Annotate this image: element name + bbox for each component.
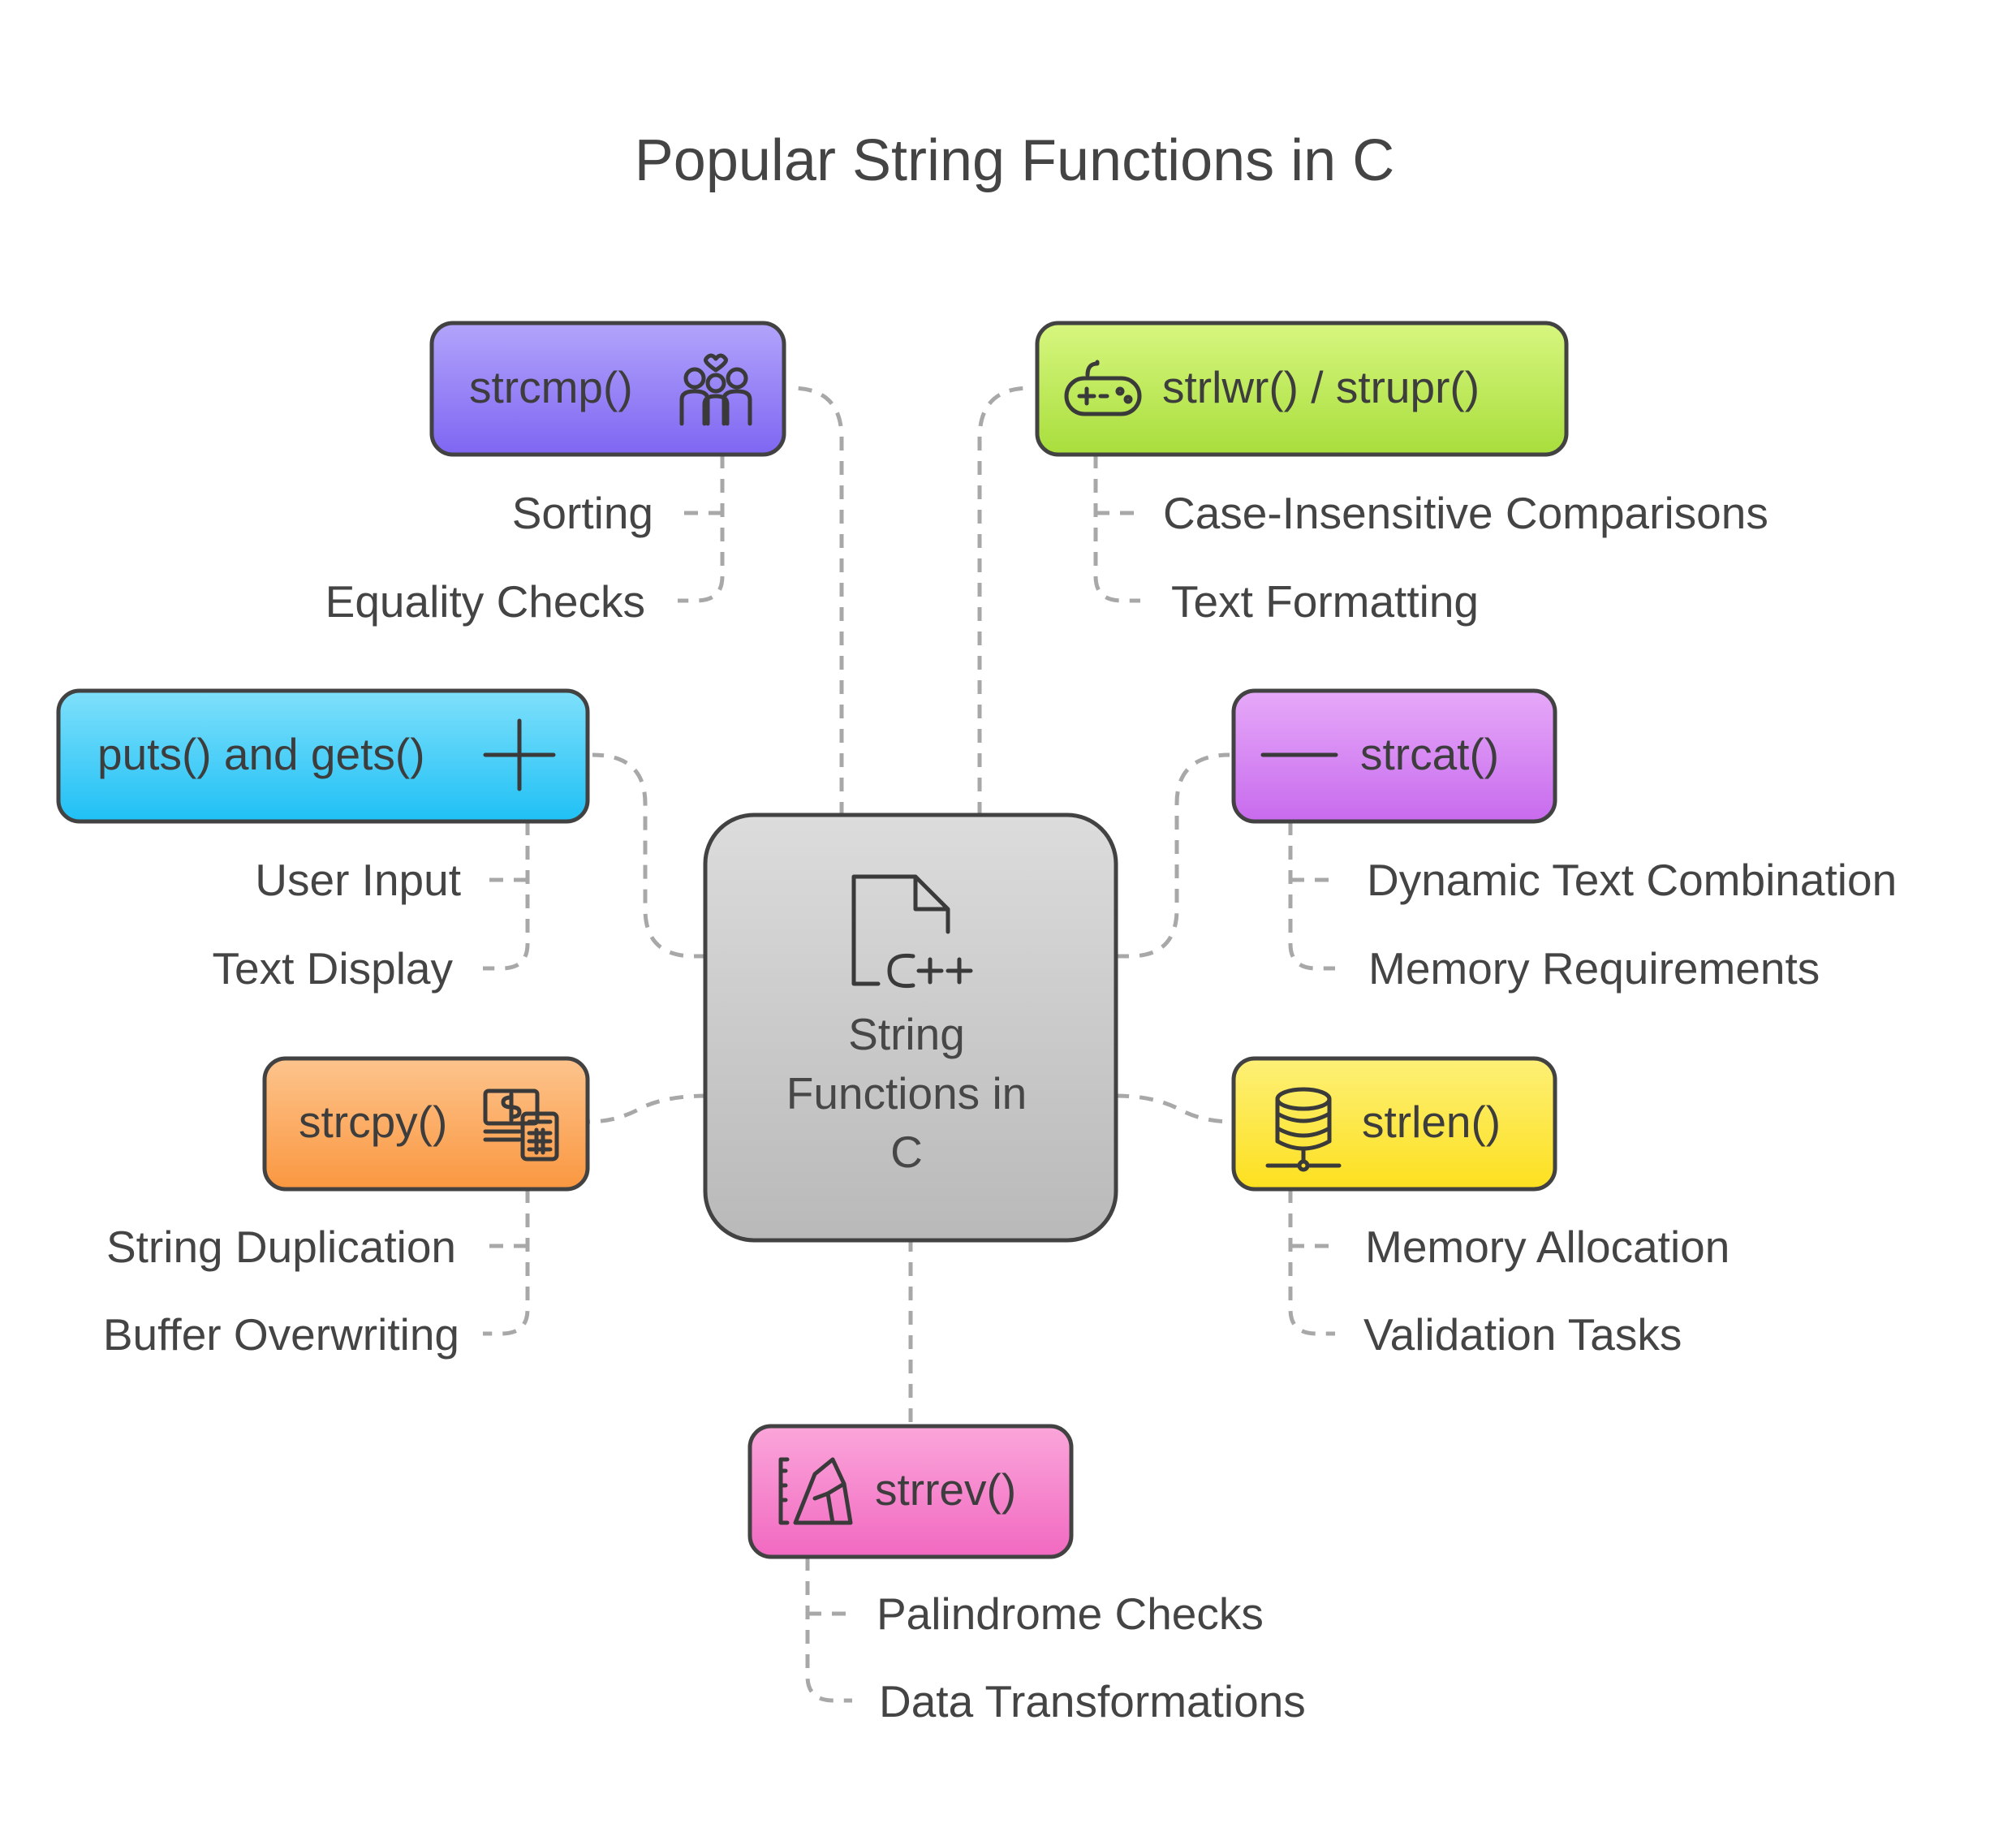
node-puts-label: puts() and gets() bbox=[97, 729, 425, 779]
node-strcmp[interactable]: strcmp() bbox=[429, 321, 786, 457]
gamepad-icon bbox=[1064, 360, 1142, 416]
center-label-line-1: String bbox=[848, 1009, 965, 1059]
center-connectors bbox=[588, 386, 1233, 1424]
node-strlen-label: strlen() bbox=[1362, 1097, 1501, 1147]
node-strlwr-label: strlwr() / strupr() bbox=[1162, 362, 1480, 412]
strcpy-item-2: Buffer Overwriting bbox=[103, 1309, 459, 1360]
strlen-item-1: Memory Allocation bbox=[1365, 1222, 1730, 1272]
node-strrev-label: strrev() bbox=[875, 1464, 1016, 1515]
strcmp-item-1: Sorting bbox=[512, 488, 653, 538]
database-icon bbox=[1265, 1087, 1342, 1172]
node-strcat[interactable]: strcat() bbox=[1231, 688, 1557, 824]
puts-item-2: Text Display bbox=[213, 943, 454, 994]
plus-icon bbox=[483, 718, 556, 791]
center-label-line-3: C bbox=[890, 1127, 923, 1177]
cpp-file-icon bbox=[851, 874, 973, 989]
node-puts-gets[interactable]: puts() and gets() bbox=[56, 688, 590, 824]
strlwr-item-1: Case-Insensitive Comparisons bbox=[1163, 488, 1768, 538]
node-strlwr-strupr[interactable]: strlwr() / strupr() bbox=[1035, 321, 1569, 457]
strlwr-item-2: Text Formatting bbox=[1171, 576, 1479, 627]
item-connectors bbox=[483, 455, 1335, 1703]
diagram-title: Popular String Functions in C bbox=[635, 128, 1394, 193]
strrev-item-2: Data Transformations bbox=[879, 1676, 1306, 1726]
node-strlen[interactable]: strlen() bbox=[1231, 1056, 1557, 1192]
crystal-icon bbox=[778, 1457, 853, 1525]
strcat-item-2: Memory Requirements bbox=[1368, 943, 1820, 994]
puts-item-1: User Input bbox=[255, 855, 461, 905]
strrev-item-1: Palindrome Checks bbox=[877, 1589, 1264, 1639]
money-calculator-icon bbox=[483, 1088, 559, 1162]
node-strcpy-label: strcpy() bbox=[299, 1097, 447, 1147]
strlen-item-2: Validation Tasks bbox=[1363, 1309, 1682, 1360]
node-strcpy[interactable]: strcpy() bbox=[262, 1056, 590, 1192]
node-strrev[interactable]: strrev() bbox=[747, 1424, 1074, 1559]
strcpy-item-1: String Duplication bbox=[106, 1222, 456, 1272]
node-strcmp-label: strcmp() bbox=[469, 362, 633, 412]
center-node[interactable]: String Functions in C bbox=[703, 813, 1118, 1243]
strcmp-item-2: Equality Checks bbox=[325, 576, 645, 627]
strcat-item-1: Dynamic Text Combination bbox=[1367, 855, 1897, 905]
family-icon bbox=[679, 353, 752, 426]
center-label-line-2: Functions in bbox=[786, 1068, 1027, 1119]
node-strcat-label: strcat() bbox=[1360, 729, 1499, 779]
